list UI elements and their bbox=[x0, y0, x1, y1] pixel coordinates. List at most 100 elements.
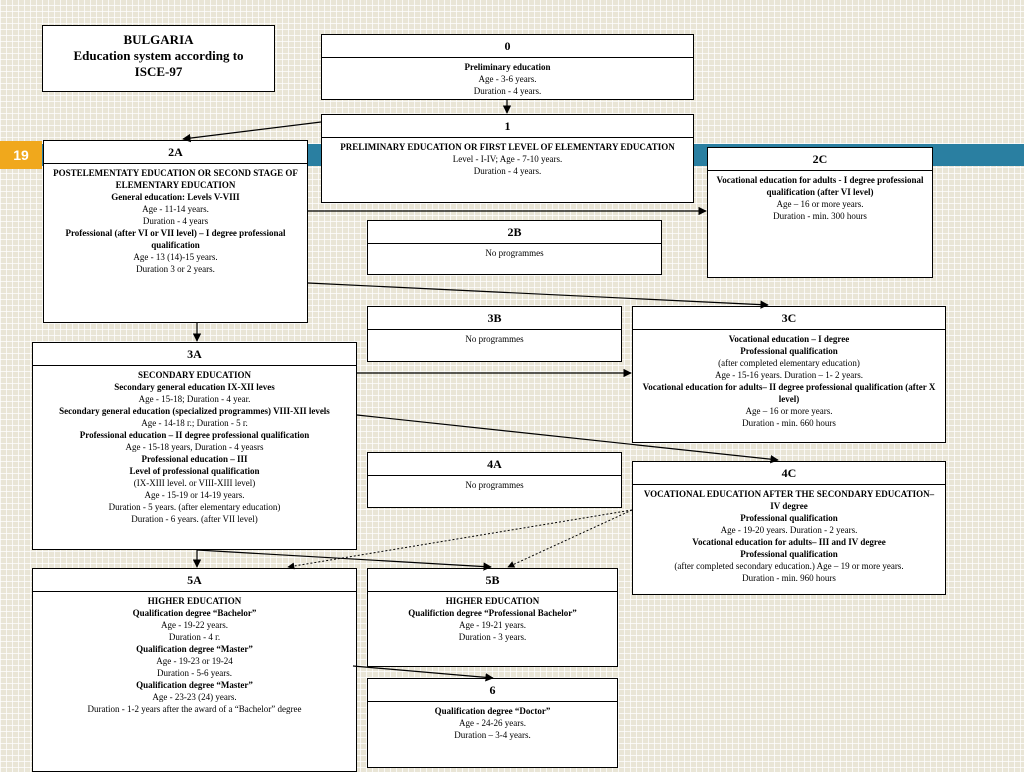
box-heading-line: Professional (after VI or VII level) – I… bbox=[65, 228, 286, 250]
box-text-line: Duration - 1-2 years after the award of … bbox=[87, 704, 302, 714]
box-text-line: Age - 15-16 years. Duration – 1- 2 years… bbox=[715, 370, 863, 380]
box-heading-line: Vocational education – I degree bbox=[728, 334, 850, 344]
box-text-line: Level - I-IV; Age - 7-10 years. bbox=[452, 154, 563, 164]
box-text-line: Duration - min. 660 hours bbox=[742, 418, 836, 428]
box-text-line: Age – 16 or more years. bbox=[776, 199, 864, 209]
box-heading-line: Professional education – II degree profe… bbox=[79, 430, 310, 440]
box-header: 2A bbox=[44, 141, 307, 164]
box-header: 5B bbox=[368, 569, 617, 592]
box-heading-line: Vocational education for adults– III and… bbox=[692, 537, 886, 547]
box-heading-line: SECONDARY EDUCATION bbox=[138, 370, 251, 380]
box-level-5b: 5B HIGHER EDUCATION Qualifiction degree “P… bbox=[367, 568, 618, 667]
box-header: 2C bbox=[708, 148, 932, 171]
box-heading-line: Professional qualification bbox=[740, 346, 838, 356]
box-body: No programmes bbox=[368, 244, 661, 262]
box-header: 5A bbox=[33, 569, 356, 592]
box-heading-line: Vocational education for adults - I degr… bbox=[716, 175, 924, 197]
box-text-line: Age - 19-20 years. Duration - 2 years. bbox=[720, 525, 858, 535]
box-heading-line: Secondary general education IX-XII leves bbox=[114, 382, 275, 392]
diagram-title: BULGARIA Education system according to I… bbox=[43, 26, 274, 86]
box-level-3a: 3A SECONDARY EDUCATION Secondary general e… bbox=[32, 342, 357, 550]
box-header: 3C bbox=[633, 307, 945, 330]
box-text-line: (IX-XIII level. or VIII-XIII level) bbox=[133, 478, 256, 488]
box-body: VOCATIONAL EDUCATION AFTER THE SECONDARY… bbox=[633, 485, 945, 587]
box-text-line: No programmes bbox=[465, 334, 524, 344]
title-line: ISCE-97 bbox=[134, 64, 183, 79]
box-heading-line: Qualification degree “Bachelor” bbox=[132, 608, 257, 618]
box-text-line: Age - 19-22 years. bbox=[161, 620, 228, 630]
arrow-3a-to-5b bbox=[196, 549, 492, 571]
box-text-line: Duration - 4 г. bbox=[168, 632, 221, 642]
box-heading-line: Level of professional qualification bbox=[129, 466, 260, 476]
box-heading-line: Qualifiction degree “Professional Bachel… bbox=[408, 608, 577, 618]
box-heading-line: Qualification degree “Doctor” bbox=[434, 706, 551, 716]
box-body: PRELIMINARY EDUCATION OR FIRST LEVEL OF … bbox=[322, 138, 693, 180]
box-heading-line: Professional education – III bbox=[141, 454, 248, 464]
box-level-3b: 3B No programmes bbox=[367, 306, 622, 362]
box-text-line: Duration - 4 years bbox=[142, 216, 209, 226]
box-text-line: Age - 15-19 or 14-19 years. bbox=[144, 490, 245, 500]
box-heading-line: VOCATIONAL EDUCATION AFTER THE SECONDARY… bbox=[643, 489, 935, 511]
title-box: BULGARIA Education system according to I… bbox=[42, 25, 275, 92]
box-text-line: Duration - 5-6 years. bbox=[157, 668, 232, 678]
box-heading-line: General education: Levels V-VIII bbox=[111, 192, 240, 202]
box-text-line: Age - 23-23 (24) years. bbox=[152, 692, 237, 702]
box-heading-line: HIGHER EDUCATION bbox=[445, 596, 540, 606]
box-header: 1 bbox=[322, 115, 693, 138]
arrow-1-to-2a bbox=[182, 121, 322, 143]
box-heading-line: Qualification degree “Master” bbox=[136, 644, 253, 654]
title-line: BULGARIA bbox=[123, 32, 194, 47]
box-text-line: Duration - 5 years. (after elementary ed… bbox=[108, 502, 281, 512]
box-heading-line: PRELIMINARY EDUCATION OR FIRST LEVEL OF … bbox=[340, 142, 675, 152]
box-body: HIGHER EDUCATION Qualifiction degree “Pro… bbox=[368, 592, 617, 646]
box-text-line: Age - 19-23 or 19-24 bbox=[156, 656, 233, 666]
box-text-line: (after completed secondary education.) A… bbox=[674, 561, 904, 571]
box-text-line: Duration - 4 years. bbox=[473, 86, 542, 96]
box-level-4c: 4C VOCATIONAL EDUCATION AFTER THE SECONDA… bbox=[632, 461, 946, 595]
dotted-4c-to-5b bbox=[507, 509, 633, 568]
box-text-line: No programmes bbox=[485, 248, 544, 258]
box-header: 3A bbox=[33, 343, 356, 366]
box-text-line: Duration 3 or 2 years. bbox=[136, 264, 215, 274]
box-body: No programmes bbox=[368, 476, 621, 494]
box-text-line: Age - 14-18 г.; Duration - 5 г. bbox=[141, 418, 248, 428]
box-text-line: No programmes bbox=[465, 480, 524, 490]
box-header: 6 bbox=[368, 679, 617, 702]
box-heading-line: Professional qualification bbox=[740, 549, 838, 559]
box-body: Vocational education for adults - I degr… bbox=[708, 171, 932, 225]
box-header: 4A bbox=[368, 453, 621, 476]
slide-number: 19 bbox=[0, 141, 42, 169]
box-header: 2B bbox=[368, 221, 661, 244]
box-level-2a: 2A POSTELEMENTATY EDUCATION OR SECOND STA… bbox=[43, 140, 308, 323]
box-text-line: Age - 11-14 years. bbox=[142, 204, 209, 214]
box-heading-line: Qualification degree “Master” bbox=[136, 680, 253, 690]
box-body: SECONDARY EDUCATION Secondary general edu… bbox=[33, 366, 356, 528]
box-heading-line: POSTELEMENTATY EDUCATION OR SECOND STAGE… bbox=[53, 168, 298, 190]
box-text-line: Duration - min. 300 hours bbox=[773, 211, 867, 221]
box-level-4a: 4A No programmes bbox=[367, 452, 622, 508]
box-text-line: Duration - 4 years. bbox=[473, 166, 542, 176]
box-body: POSTELEMENTATY EDUCATION OR SECOND STAGE… bbox=[44, 164, 307, 278]
box-heading-line: Professional qualification bbox=[740, 513, 838, 523]
title-line: Education system according to bbox=[73, 48, 244, 63]
box-text-line: Age - 24-26 years. bbox=[459, 718, 526, 728]
box-header: 3B bbox=[368, 307, 621, 330]
box-header: 4C bbox=[633, 462, 945, 485]
arrow-5a-to-6 bbox=[352, 665, 494, 682]
box-text-line: Duration - min. 960 hours bbox=[742, 573, 836, 583]
box-text-line: Age - 3-6 years. bbox=[478, 74, 537, 84]
box-text-line: Duration – 3-4 years. bbox=[454, 730, 531, 740]
box-text-line: Age - 15-18 years, Duration - 4 yeasrs bbox=[125, 442, 264, 452]
arrow-2a-to-3c bbox=[307, 282, 769, 309]
box-level-2c: 2C Vocational education for adults - I de… bbox=[707, 147, 933, 278]
box-body: No programmes bbox=[368, 330, 621, 348]
box-heading-line: Preliminary education bbox=[464, 62, 551, 72]
